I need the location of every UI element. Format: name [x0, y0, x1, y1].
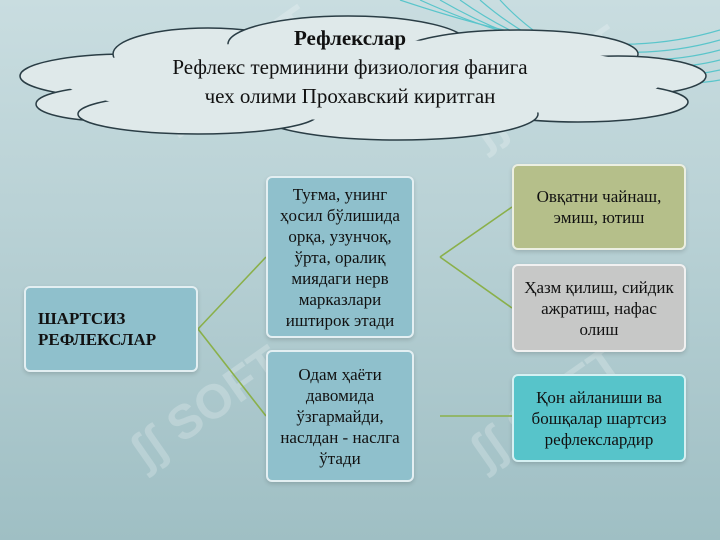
connector-branch1-leaf2	[439, 256, 513, 309]
leaf-label: Ҳазм қилиш, сийдик ажратиш, нафас олиш	[524, 277, 674, 339]
connector-root-branch2	[197, 328, 267, 417]
leaf-node-eating: Овқатни чайнаш, эмиш, ютиш	[512, 164, 686, 250]
header-cloud	[19, 15, 707, 141]
connector-branch1-leaf1	[439, 206, 513, 258]
header-text: Рефлекслар Рефлекс терминини физиология …	[90, 24, 610, 111]
page-title: Рефлекслар	[293, 26, 407, 50]
leaf-node-digestion: Ҳазм қилиш, сийдик ажратиш, нафас олиш	[512, 264, 686, 352]
branch-node-hereditary: Одам ҳаёти давомида ўзгармайди, наслдан …	[266, 350, 414, 482]
branch-label: Туғма, унинг ҳосил бўлишида орқа, узунчо…	[280, 185, 400, 330]
branch-label: Одам ҳаёти давомида ўзгармайди, наслдан …	[280, 365, 400, 468]
branch-node-innate: Туғма, унинг ҳосил бўлишида орқа, узунчо…	[266, 176, 414, 338]
root-label: ШАРТСИЗ РЕФЛЕКСЛАР	[38, 309, 157, 349]
connector-root-branch1	[197, 256, 267, 330]
leaf-label: Овқатни чайнаш, эмиш, ютиш	[536, 187, 662, 227]
header-line-1: Рефлекс терминини физиология фанига	[172, 55, 528, 79]
leaf-label: Қон айланиши ва бошқалар шартсиз рефлекс…	[531, 387, 667, 449]
root-node: ШАРТСИЗ РЕФЛЕКСЛАР	[24, 286, 198, 372]
leaf-node-circulation: Қон айланиши ва бошқалар шартсиз рефлекс…	[512, 374, 686, 462]
header-line-2: чех олими Прохавский киритган	[204, 84, 496, 108]
